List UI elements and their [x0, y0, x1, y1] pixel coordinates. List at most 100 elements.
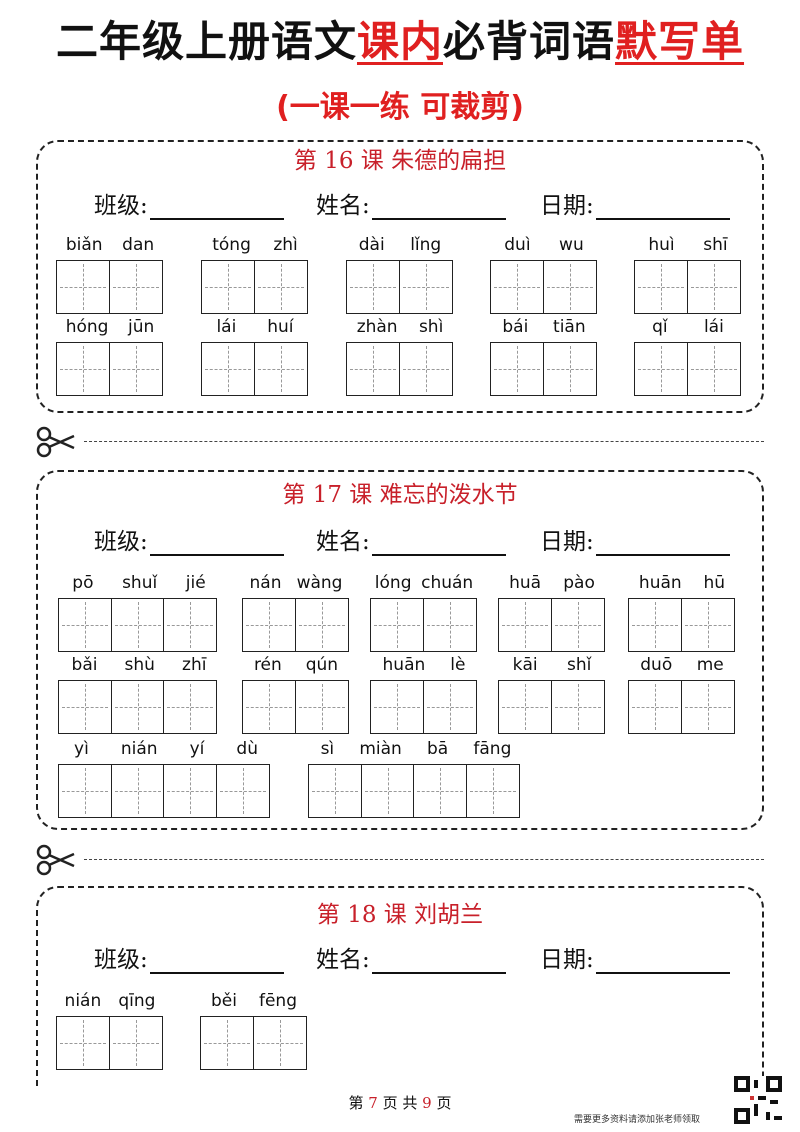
pinyin-syllable: wàng — [296, 573, 343, 593]
tianzige-cell[interactable] — [242, 598, 296, 652]
name-field[interactable] — [371, 946, 506, 974]
date-field[interactable] — [595, 946, 730, 974]
tianzige-cell[interactable] — [308, 764, 362, 818]
tianzige-cell[interactable] — [242, 680, 296, 734]
tianzige-cell[interactable] — [110, 764, 165, 818]
tianzige-cell[interactable] — [413, 764, 467, 818]
tianzige-cell[interactable] — [550, 680, 605, 734]
tianzige-cell[interactable] — [542, 342, 597, 396]
pinyin-syllable: duō — [640, 655, 673, 675]
writing-grid — [56, 260, 163, 314]
tianzige-cell[interactable] — [163, 598, 217, 652]
tianzige-cell[interactable] — [498, 598, 552, 652]
pinyin-syllable: shù — [124, 655, 155, 675]
tianzige-cell[interactable] — [108, 342, 163, 396]
lesson-title: 第 16 课 朱德的扁担 — [293, 148, 507, 174]
date-field[interactable] — [595, 192, 730, 220]
class-field[interactable] — [149, 528, 284, 556]
tianzige-cell[interactable] — [398, 260, 453, 314]
tianzige-cell[interactable] — [680, 680, 735, 734]
tianzige-cell[interactable] — [201, 342, 255, 396]
pinyin-syllable: zhàn — [356, 317, 398, 337]
name-field[interactable] — [371, 192, 506, 220]
page-pre: 第 — [348, 1094, 369, 1112]
pinyin-syllable: nián — [120, 739, 158, 759]
tianzige-cell[interactable] — [422, 680, 477, 734]
writing-grid — [58, 764, 270, 818]
tianzige-cell[interactable] — [550, 598, 605, 652]
tianzige-cell[interactable] — [163, 764, 217, 818]
tianzige-cell[interactable] — [108, 1016, 163, 1070]
tianzige-cell[interactable] — [200, 1016, 254, 1070]
tianzige-cell[interactable] — [360, 764, 415, 818]
tianzige-cell[interactable] — [490, 260, 544, 314]
name-field[interactable] — [371, 528, 506, 556]
tianzige-cell[interactable] — [370, 598, 424, 652]
tianzige-cell[interactable] — [201, 260, 255, 314]
tianzige-cell[interactable] — [58, 598, 112, 652]
tianzige-cell[interactable] — [422, 598, 477, 652]
tianzige-cell[interactable] — [634, 342, 688, 396]
tianzige-cell[interactable] — [686, 260, 741, 314]
pinyin-syllable: zhī — [182, 655, 207, 675]
tianzige-cell[interactable] — [215, 764, 270, 818]
tianzige-cell[interactable] — [398, 342, 453, 396]
tianzige-cell[interactable] — [58, 764, 112, 818]
tianzige-cell[interactable] — [346, 260, 400, 314]
writing-grid — [242, 598, 349, 652]
pinyin-syllable: bái — [502, 317, 529, 337]
tianzige-cell[interactable] — [253, 260, 308, 314]
title-part-1: 二年级上册语文 — [55, 17, 357, 66]
class-label: 班级: — [94, 529, 148, 555]
pinyin-syllable: tiān — [553, 317, 586, 337]
page-mid: 页 共 — [377, 1094, 423, 1112]
writing-grid — [498, 680, 605, 734]
date-field[interactable] — [595, 528, 730, 556]
tianzige-cell[interactable] — [108, 260, 163, 314]
tianzige-cell[interactable] — [56, 1016, 110, 1070]
tianzige-cell[interactable] — [680, 598, 735, 652]
pinyin-syllable: rén — [253, 655, 282, 675]
writing-grid — [634, 342, 741, 396]
tianzige-cell[interactable] — [490, 342, 544, 396]
tianzige-cell[interactable] — [253, 342, 308, 396]
tianzige-cell[interactable] — [628, 598, 682, 652]
pinyin-syllable: huān — [382, 655, 426, 675]
writing-grid — [490, 342, 597, 396]
tianzige-cell[interactable] — [252, 1016, 307, 1070]
tianzige-cell[interactable] — [58, 680, 112, 734]
tianzige-cell[interactable] — [110, 598, 165, 652]
tianzige-cell[interactable] — [542, 260, 597, 314]
class-field[interactable] — [149, 946, 284, 974]
tianzige-cell[interactable] — [163, 680, 217, 734]
tianzige-cell[interactable] — [56, 260, 110, 314]
tianzige-cell[interactable] — [628, 680, 682, 734]
tianzige-cell[interactable] — [346, 342, 400, 396]
class-label: 班级: — [94, 947, 148, 973]
tianzige-cell[interactable] — [294, 598, 349, 652]
tianzige-cell[interactable] — [686, 342, 741, 396]
tianzige-cell[interactable] — [498, 680, 552, 734]
tianzige-cell[interactable] — [634, 260, 688, 314]
qr-note: 需要更多资料请添加张老师领取 — [574, 1115, 701, 1125]
tianzige-cell[interactable] — [370, 680, 424, 734]
pinyin-row: bái tiān — [490, 316, 598, 338]
tianzige-cell[interactable] — [465, 764, 520, 818]
tianzige-cell[interactable] — [56, 342, 110, 396]
tianzige-cell[interactable] — [110, 680, 165, 734]
class-field[interactable] — [149, 192, 284, 220]
tianzige-cell[interactable] — [294, 680, 349, 734]
